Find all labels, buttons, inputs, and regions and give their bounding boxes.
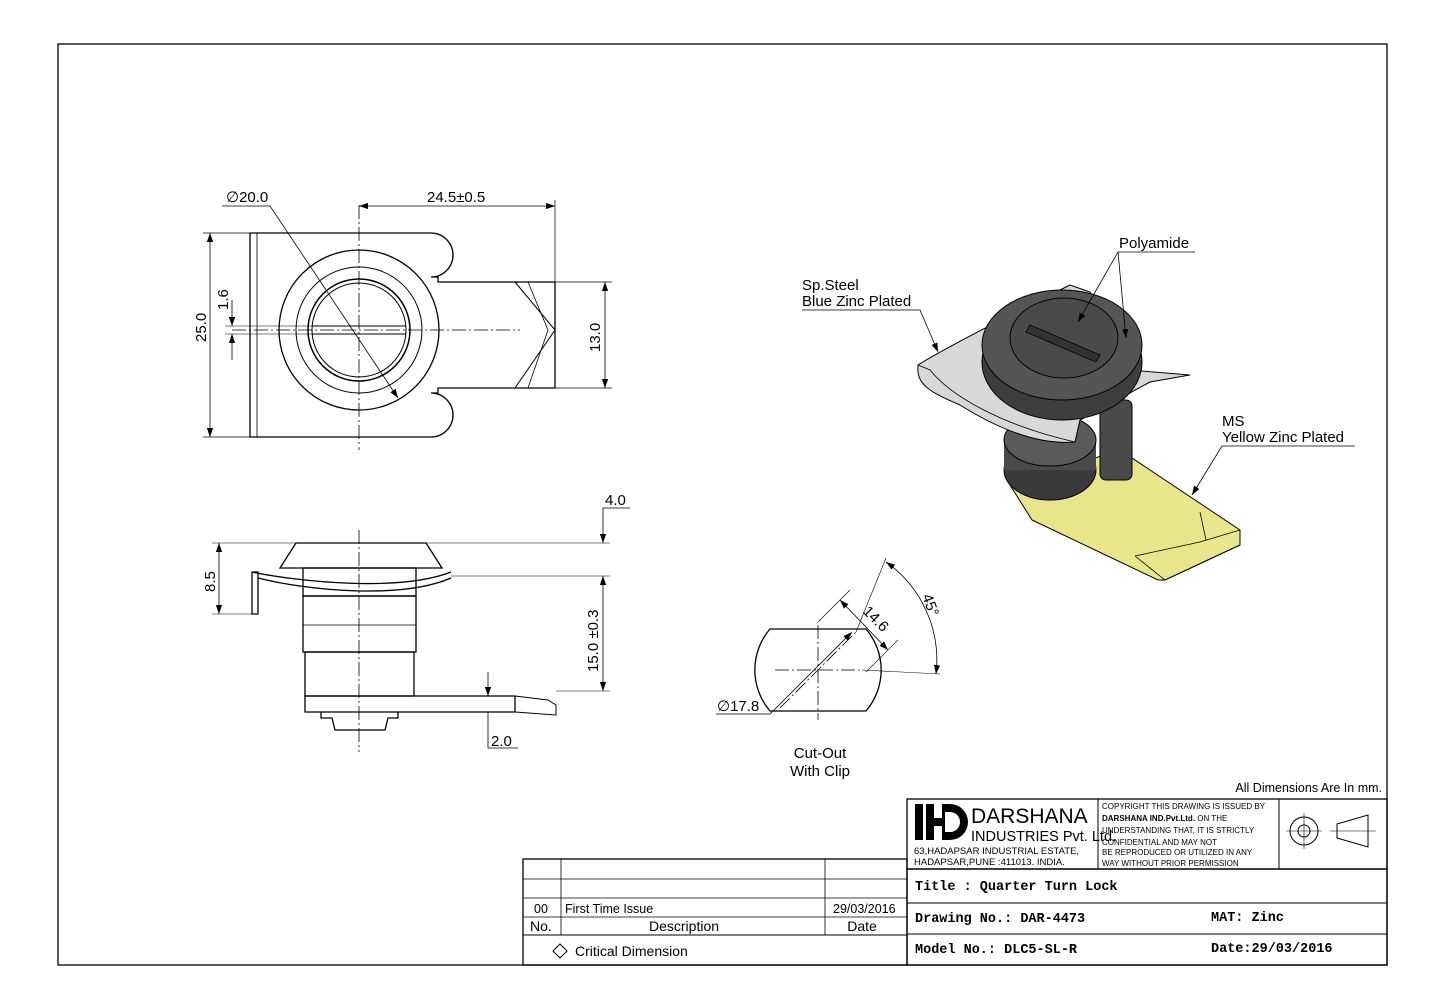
company-block: DARSHANA INDUSTRIES Pvt. Ltd. 63,HADAPSA… [906,798,1388,870]
iso-steel-label-1: Sp.Steel [802,277,859,294]
front-width-label: 24.5±0.5 [427,189,485,206]
side-cam-label: 2.0 [491,733,512,750]
copyright-line-6: WAY WITHOUT PRIOR PERMISSION [1102,859,1239,868]
critical-dimension-label: Critical Dimension [575,943,688,959]
model-no: Model No.: DLC5-SL-R [915,943,1078,958]
cutout-angle-label: 45° [918,592,942,619]
iso-steel-label-2: Blue Zinc Plated [802,293,911,310]
critical-diamond-icon [552,943,568,959]
drawing-no: Drawing No.: DAR-4473 [915,912,1085,927]
rev-header-no: No. [530,918,552,934]
iso-ms-label-1: MS [1222,413,1245,430]
revision-table: 00 First Time Issue 29/03/2016 No. Descr… [522,858,908,966]
iso-view: Polyamide Sp.Steel Blue Zinc Plated MS Y… [802,235,1355,581]
company-addr-2: HADAPSAR,PUNE :411013. INDIA. [914,857,1065,868]
copyright-line-5: BE REPRODUCED OR UTILIZED IN ANY [1102,848,1253,857]
copyright-line-2: DARSHANA IND.Pvt.Ltd. ON THE [1102,814,1227,823]
rev-row-date: 29/03/2016 [833,902,896,916]
rev-row-no: 00 [534,902,548,916]
company-addr-1: 63,HADAPSAR INDUSTRIAL ESTATE, [914,846,1079,857]
material: MAT: Zinc [1211,911,1284,926]
cutout-caption-1: Cut-Out [794,745,847,762]
units-note: All Dimensions Are In mm. [1235,781,1382,795]
side-body-label: 15.0 ±0.3 [585,610,602,672]
cutout-caption-2: With Clip [790,763,850,780]
iso-polyamide-label: Polyamide [1119,235,1189,252]
company-sub: INDUSTRIES Pvt. Ltd. [971,829,1116,845]
side-clip-label: 8.5 [202,571,219,592]
cutout-dia-label: ∅17.8 [717,698,759,715]
projection-symbol-icon [1286,813,1376,849]
rev-header-date: Date [847,918,877,934]
title-block: Title : Quarter Turn Lock Drawing No.: D… [906,868,1388,966]
rev-header-description: Description [649,918,719,934]
copyright-line-4: CONFIDENTIAL AND MAY NOT [1102,838,1217,847]
title-text: Title : Quarter Turn Lock [915,880,1118,895]
copyright-line-1: COPYRIGHT THIS DRAWING IS ISSUED BY [1102,802,1266,811]
cutout-view: ∅17.8 14.6 45° Cut-Out With Clip [716,557,942,780]
company-name: DARSHANA [971,805,1088,828]
iso-ms-label-2: Yellow Zinc Plated [1222,429,1344,446]
rev-row-description: First Time Issue [565,902,653,916]
side-view: 4.0 8.5 15.0 ±0.3 2.0 [202,492,630,752]
cutout-flat-label: 14.6 [859,603,892,636]
copyright-line-3: UNDERSTANDING THAT, IT IS STRICTLY [1102,826,1255,835]
front-slot-label: 1.6 [215,289,232,310]
company-logo [915,804,968,840]
front-height-label: 25.0 [193,313,210,342]
front-dia-label: ∅20.0 [226,189,268,206]
drawing-date: Date:29/03/2016 [1211,942,1333,957]
front-cam-label: 13.0 [587,323,604,352]
side-top-label: 4.0 [605,492,626,509]
front-view: ∅20.0 24.5±0.5 25.0 1.6 13.0 [193,189,612,450]
